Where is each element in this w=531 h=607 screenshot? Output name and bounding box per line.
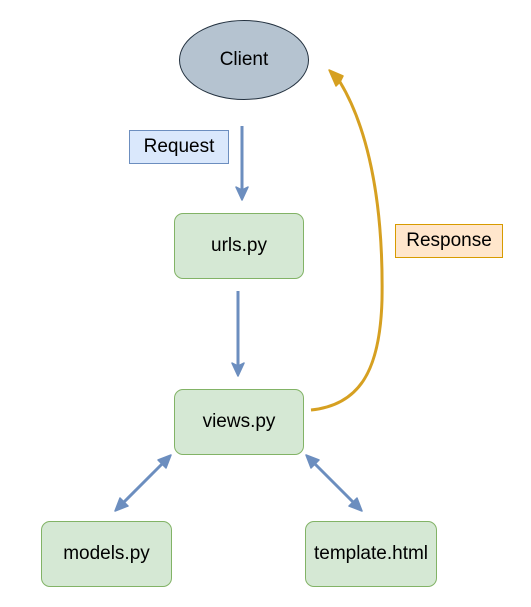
client-label: Client <box>219 49 269 70</box>
views-label: views.py <box>202 411 276 432</box>
arrow-views-template <box>305 454 363 512</box>
arrow-response <box>310 69 384 412</box>
request-label: Request <box>143 136 215 157</box>
models-label: models.py <box>63 543 150 564</box>
arrow-views-models <box>114 454 172 512</box>
request-label-box: Request <box>129 130 229 164</box>
arrow-urls-to-views <box>231 291 245 377</box>
arrow-request <box>235 126 249 201</box>
models-node: models.py <box>41 521 172 587</box>
template-label: template.html <box>313 543 429 564</box>
views-node: views.py <box>174 389 304 455</box>
response-label-box: Response <box>395 224 503 258</box>
urls-node: urls.py <box>174 213 304 279</box>
client-node: Client <box>179 20 309 100</box>
template-node: template.html <box>305 521 437 587</box>
urls-label: urls.py <box>211 235 267 256</box>
response-label: Response <box>406 230 492 251</box>
